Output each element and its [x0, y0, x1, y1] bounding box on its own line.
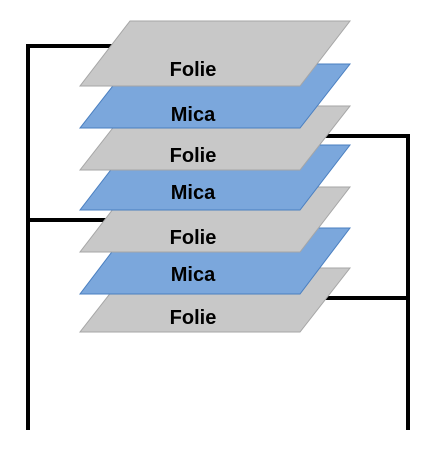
folie-label-7: Folie: [170, 307, 217, 329]
folie-label-3: Folie: [170, 145, 217, 167]
left-lead-wire: [26, 44, 128, 430]
folie-label-1: Folie: [170, 59, 217, 81]
layer-labels: Folie Mica Folie Mica Folie Mica Folie: [170, 59, 217, 329]
mica-label-2: Mica: [171, 104, 216, 126]
folie-label-5: Folie: [170, 227, 217, 249]
folie-plate-1: [78, 20, 352, 87]
right-lead-wire: [312, 134, 410, 430]
mica-label-6: Mica: [171, 264, 216, 286]
plate-stack: [78, 20, 352, 333]
mica-label-4: Mica: [171, 182, 216, 204]
